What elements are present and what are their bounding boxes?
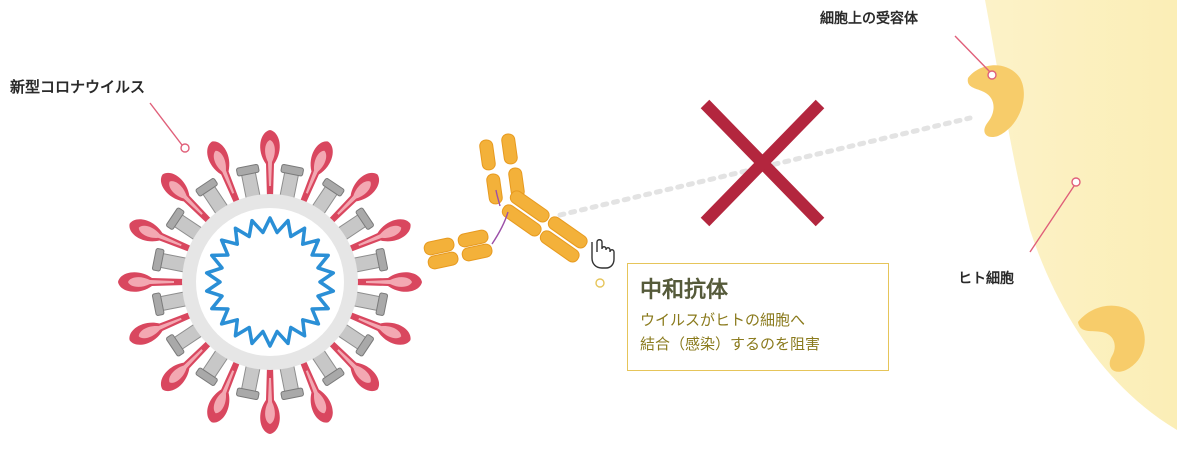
virus-rna-ring xyxy=(204,216,336,348)
red-spike xyxy=(207,358,241,423)
leader-virus xyxy=(149,102,183,146)
neutralizing-antibody xyxy=(423,133,588,270)
grey-spike xyxy=(151,248,189,273)
virus-label: 新型コロナウイルス xyxy=(10,78,146,96)
grey-spike xyxy=(351,291,389,316)
callout-line-1: ウイルスがヒトの細胞へ xyxy=(640,311,806,329)
red-spike xyxy=(161,339,213,391)
grey-spike xyxy=(311,178,345,216)
red-spike xyxy=(299,358,333,423)
red-spike xyxy=(299,141,333,206)
receptor-top xyxy=(967,65,1024,138)
red-spike xyxy=(346,219,411,253)
red-spike xyxy=(354,272,422,292)
grey-spike xyxy=(279,163,304,201)
coronavirus xyxy=(118,130,422,434)
grey-spike xyxy=(195,178,229,216)
red-spike xyxy=(327,173,379,225)
red-spike xyxy=(118,272,186,292)
leader-receptor xyxy=(954,35,991,73)
cross-mark-icon xyxy=(700,99,825,227)
receptor-label: 細胞上の受容体 xyxy=(820,11,918,27)
red-spike xyxy=(327,339,379,391)
grey-spike xyxy=(279,363,304,401)
red-spike xyxy=(260,130,280,198)
grey-spike xyxy=(236,163,261,201)
receptor-bottom xyxy=(1078,305,1145,372)
callout-line-2: 結合（感染）するのを阻害 xyxy=(640,335,821,353)
leader-receptor-dot xyxy=(987,70,997,80)
grey-spike xyxy=(236,363,261,401)
human-cell-label: ヒト細胞 xyxy=(958,271,1014,287)
hand-pointer-icon xyxy=(591,239,615,269)
virus-core xyxy=(196,208,344,356)
virus-grey-spikes xyxy=(151,163,389,401)
red-spike xyxy=(260,366,280,434)
red-spike xyxy=(161,173,213,225)
callout-title: 中和抗体 xyxy=(640,278,729,303)
antibody-hinge xyxy=(491,189,509,245)
leader-virus-dot xyxy=(180,143,190,153)
red-spike xyxy=(129,219,194,253)
leader-antibody-dot xyxy=(595,278,605,288)
red-spike xyxy=(129,311,194,345)
antibody-callout-box: 中和抗体 ウイルスがヒトの細胞へ 結合（感染）するのを阻害 xyxy=(627,263,889,371)
leader-cell xyxy=(1029,185,1075,253)
red-spike xyxy=(346,311,411,345)
red-spike xyxy=(207,141,241,206)
leader-cell-dot xyxy=(1071,177,1081,187)
human-cell xyxy=(985,0,1177,430)
virus-red-spikes xyxy=(118,130,422,434)
